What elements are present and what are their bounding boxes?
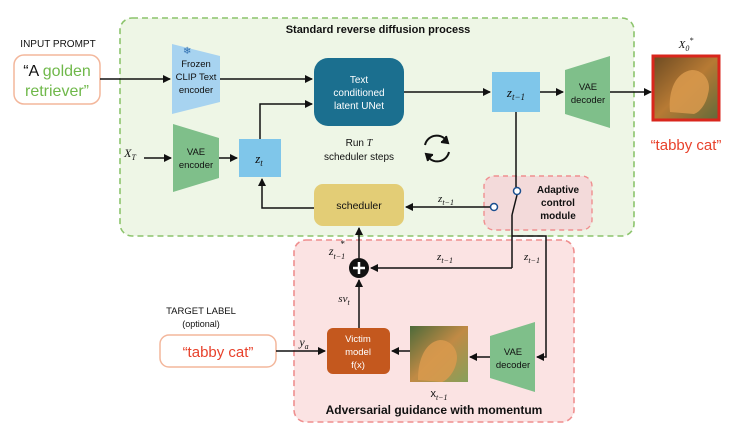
unet-label-1: Text [350,75,369,86]
z-star-sup: * [340,239,345,249]
target-optional: (optional) [182,319,220,329]
target-label-value: “tabby cat” [183,344,254,361]
ya-label: ya [298,335,308,351]
scheduler-label: scheduler [336,200,382,212]
adaptive-label-1: Adaptive [537,185,580,196]
victim-label-3: f(x) [351,360,365,371]
clip-label-3: encoder [179,85,213,96]
z-t-minus-1-box [492,72,540,112]
adaptive-label-2: control [541,198,575,209]
edge-label-z-scheduler: zt−1 [437,193,454,207]
input-prompt-heading: INPUT PROMPT [20,39,95,50]
adaptive-control-box [483,175,593,231]
latent-unet-box [314,58,404,126]
vae-decoder-top-label-1: VAE [579,82,597,93]
switch-icon [489,186,522,216]
adversarial-title: Adversarial guidance with momentum [326,403,543,417]
connectors [100,75,652,361]
victim-model-box [327,328,390,374]
unet-label-3: latent UNet [334,101,384,112]
x0-star-label: X0* [678,36,694,53]
x-t-minus-1-label: xt−1 [430,388,447,402]
snowflake-icon: ❄ [183,46,191,57]
vae-decoder-bottom-label-2: decoder [496,360,530,371]
z-t-label: zt [254,151,263,168]
output-dog-shape [669,70,710,114]
clip-text-encoder [172,44,220,114]
victim-label-2: model [345,347,371,358]
xt-input-label: XT [123,146,136,162]
vae-decoder-bottom [490,322,535,392]
sv-t-label: svt [338,293,350,307]
edge-label-z-right: zt−1 [523,251,540,265]
run-steps-label-1: Run T [346,138,374,149]
vae-encoder-label-1: VAE [187,147,205,158]
z-t-box [239,139,281,177]
vae-decoder-bottom-label-1: VAE [504,347,522,358]
z-star-label: zt−1 [328,244,345,261]
clip-label-1: Frozen [181,59,211,70]
cycle-arrows-icon [424,134,450,163]
clip-label-2: CLIP Text [176,72,217,83]
vae-decoder-top [565,56,610,128]
input-prompt-text: “A golden [23,63,91,80]
unet-label-2: conditioned [333,88,384,99]
vae-decoder-top-label-2: decoder [571,95,605,106]
z-t-minus-1-label: zt−1 [506,85,525,102]
run-steps-label-2: scheduler steps [324,152,394,163]
target-label-heading: TARGET LABEL [166,306,236,317]
vae-encoder-label-2: encoder [179,160,213,171]
vae-encoder [173,124,219,192]
scheduler-box [314,184,404,226]
victim-label-1: Victim [345,334,371,345]
adaptive-label-3: module [540,211,576,222]
output-class-label: “tabby cat” [651,137,722,154]
diffusion-title: Standard reverse diffusion process [286,24,471,36]
input-prompt-text-2: retriever” [25,83,89,100]
edge-label-z-plus: zt−1 [436,251,453,265]
intermediate-dog-shape [418,340,458,382]
plus-icon [349,258,369,278]
